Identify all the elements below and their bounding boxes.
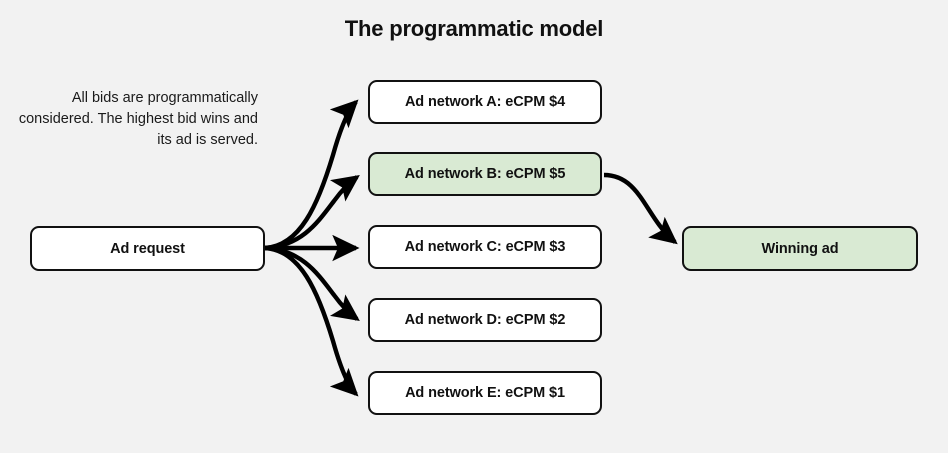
node-ad-network-b[interactable]: Ad network B: eCPM $5 [368,152,602,196]
node-ad-network-c-label: Ad network C: eCPM $3 [404,239,566,255]
diagram-caption: All bids are programmatically considered… [18,90,258,148]
node-ad-network-d[interactable]: Ad network D: eCPM $2 [368,298,602,342]
node-ad-network-a-label: Ad network A: eCPM $4 [404,94,566,110]
node-winning-ad-label: Winning ad [761,240,839,257]
edge-network-b-to-winning-ad [603,172,678,245]
edge-request-to-network-e [264,245,359,397]
node-winning-ad[interactable]: Winning ad [682,226,918,271]
node-ad-network-d-label: Ad network D: eCPM $2 [404,312,566,328]
edge-request-to-network-d [264,245,360,322]
node-ad-network-e-label: Ad network E: eCPM $1 [405,385,565,401]
page-title: The programmatic model [344,16,604,41]
node-ad-network-b-label: Ad network B: eCPM $5 [404,166,566,182]
node-ad-network-c[interactable]: Ad network C: eCPM $3 [368,225,602,269]
node-ad-request-label: Ad request [110,240,185,257]
edge-request-to-network-a [264,99,359,251]
node-ad-network-e[interactable]: Ad network E: eCPM $1 [368,371,602,415]
node-ad-request[interactable]: Ad request [30,226,265,271]
edge-request-to-network-b [264,174,360,251]
node-ad-network-a[interactable]: Ad network A: eCPM $4 [368,80,602,124]
